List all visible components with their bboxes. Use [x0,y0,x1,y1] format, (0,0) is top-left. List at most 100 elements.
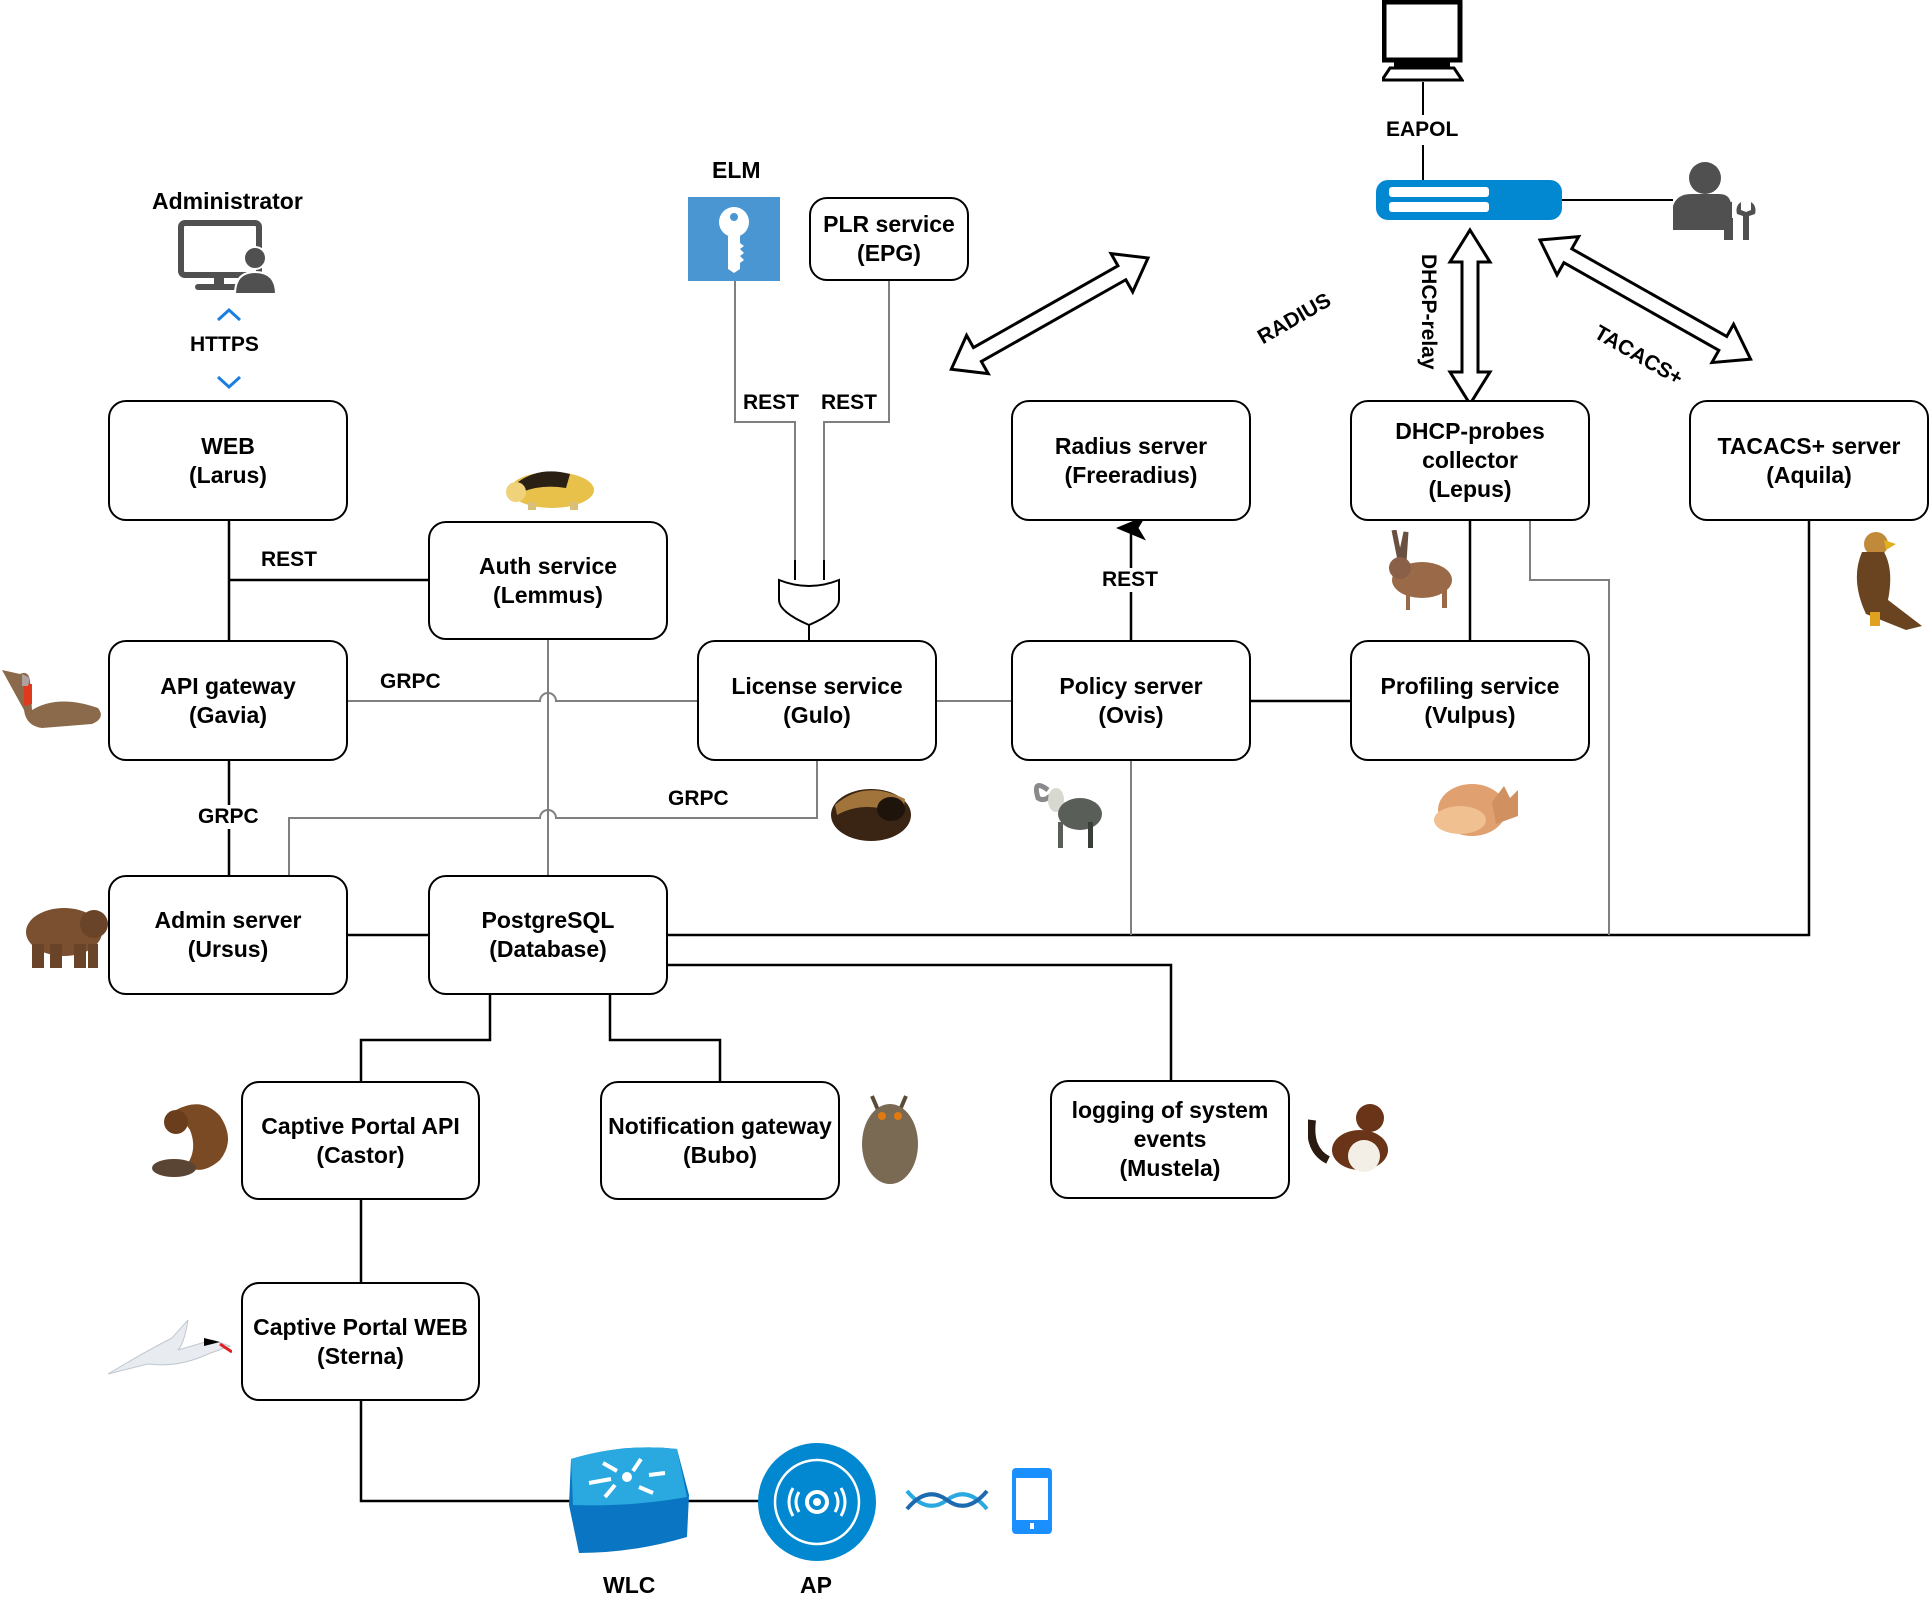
hare-image [1389,530,1452,610]
edge-cpweb-wlc [359,1401,570,1503]
https-label: HTTPS [190,333,259,356]
node-api-gateway-codename: (Gavia) [189,701,267,728]
node-dhcp-codename: (Lepus) [1428,476,1512,502]
node-tacacs-codename: (Aquila) [1766,461,1852,488]
access-point-icon[interactable] [757,1442,877,1562]
node-admin-name: Admin server [154,907,302,933]
node-postgres[interactable]: PostgreSQL (Database) [428,875,668,995]
node-radius-name: Radius server [1054,432,1208,459]
wlc-icon[interactable] [565,1445,690,1557]
stoat-image [1308,1104,1388,1172]
node-license[interactable]: License service (Gulo) [697,640,937,761]
admin-workstation-icon [178,220,278,294]
wireless-signal-icon [905,1489,989,1511]
lemming-image [506,471,594,510]
node-dhcp[interactable]: DHCP-probes collector (Lepus) [1350,400,1590,521]
node-web-name: WEB [201,432,255,459]
radius-double-arrow [949,251,1151,376]
node-plr-codename: (EPG) [857,240,921,266]
node-api-gateway-name: API gateway [160,672,296,699]
node-profiling[interactable]: Profiling service (Vulpus) [1350,640,1590,761]
node-license-codename: (Gulo) [783,701,851,728]
ap-label: AP [800,1572,832,1598]
node-radius-codename: (Freeradius) [1064,461,1198,488]
node-policy-codename: (Ovis) [1098,701,1164,728]
node-profiling-name: Profiling service [1380,672,1560,699]
tern-image [108,1320,232,1375]
node-cp-api-codename: (Castor) [316,1141,405,1168]
elm-key-tile[interactable] [688,197,780,281]
chevron-up-icon [216,307,242,322]
client-pc-icon [1382,0,1464,82]
node-logging-name: logging of system [1071,1097,1269,1123]
fox-image [1434,784,1518,836]
edge-label-plr-rest: REST [821,391,878,414]
wolverine-image [831,789,911,841]
edge-postgres-notif [608,995,722,1081]
wlc-label: WLC [603,1572,656,1598]
node-notification[interactable]: Notification gateway (Bubo) [600,1081,840,1200]
edge-label-api-license: GRPC [380,670,441,693]
node-cp-api[interactable]: Captive Portal API (Castor) [241,1081,480,1200]
dhcp-double-arrow [1447,227,1493,407]
node-api-gateway[interactable]: API gateway (Gavia) [108,640,348,761]
edge-label-license-admin: GRPC [668,787,729,810]
engineer-icon [1673,162,1756,240]
node-logging-name2: events [1133,1126,1207,1152]
eagle-image [1856,532,1922,630]
node-logging[interactable]: logging of system events (Mustela) [1050,1080,1290,1199]
node-auth-codename: (Lemmus) [493,581,603,608]
node-postgres-name: PostgreSQL [481,907,615,933]
node-postgres-codename: (Database) [489,936,607,962]
node-tacacs[interactable]: TACACS+ server (Aquila) [1689,400,1929,521]
edge-label-dhcp-relay: DHCP-relay [1417,254,1440,370]
node-cp-web[interactable]: Captive Portal WEB (Sterna) [241,1282,480,1401]
edge-label-elm-rest: REST [743,391,800,414]
mobile-phone-icon[interactable] [1012,1468,1052,1534]
key-icon [719,207,749,273]
eapol-label: EAPOL [1384,118,1461,142]
node-profiling-codename: (Vulpus) [1424,701,1516,728]
node-web-codename: (Larus) [189,461,267,488]
elm-label: ELM [712,157,761,183]
node-dhcp-name2: collector [1422,447,1518,473]
node-web[interactable]: WEB (Larus) [108,400,348,521]
edge-postgres-logging [668,963,1173,1080]
edge-dhcp-bus [1529,521,1610,935]
edge-license-admin [288,761,818,875]
node-plr-name: PLR service [823,211,955,237]
loon-image [2,670,101,728]
node-logging-codename: (Mustela) [1119,1155,1221,1181]
chevron-down-icon [216,375,242,390]
node-cp-api-name: Captive Portal API [261,1112,460,1139]
owl-image [862,1095,918,1184]
node-policy-name: Policy server [1059,672,1203,699]
administrator-label: Administrator [152,188,303,214]
ram-image [1033,783,1102,848]
node-notification-codename: (Bubo) [682,1141,758,1168]
edge-postgres-cpapi [359,995,492,1081]
node-auth-name: Auth service [478,552,618,579]
node-cp-web-name: Captive Portal WEB [253,1313,468,1340]
beaver-image [152,1104,228,1177]
node-notification-name: Notification gateway [608,1112,832,1139]
node-plr[interactable]: PLR service (EPG) [809,197,969,281]
edge-label-policy-radius: REST [1100,568,1161,592]
or-gate-icon [778,578,840,627]
node-dhcp-name: DHCP-probes [1395,418,1545,444]
network-switch-icon[interactable] [1376,180,1562,220]
node-radius[interactable]: Radius server (Freeradius) [1011,400,1251,521]
bear-image [26,908,108,968]
edge-postgres-bus [668,521,1811,937]
node-tacacs-name: TACACS+ server [1717,432,1901,459]
edge-label-api-admin: GRPC [196,805,261,829]
node-admin[interactable]: Admin server (Ursus) [108,875,348,995]
node-auth[interactable]: Auth service (Lemmus) [428,521,668,640]
node-policy[interactable]: Policy server (Ovis) [1011,640,1251,761]
tacacs-double-arrow [1537,234,1753,365]
edge-label-web-auth: REST [261,548,318,571]
node-admin-codename: (Ursus) [187,936,269,962]
edge-elm-gate [734,281,796,560]
node-license-name: License service [731,672,903,699]
